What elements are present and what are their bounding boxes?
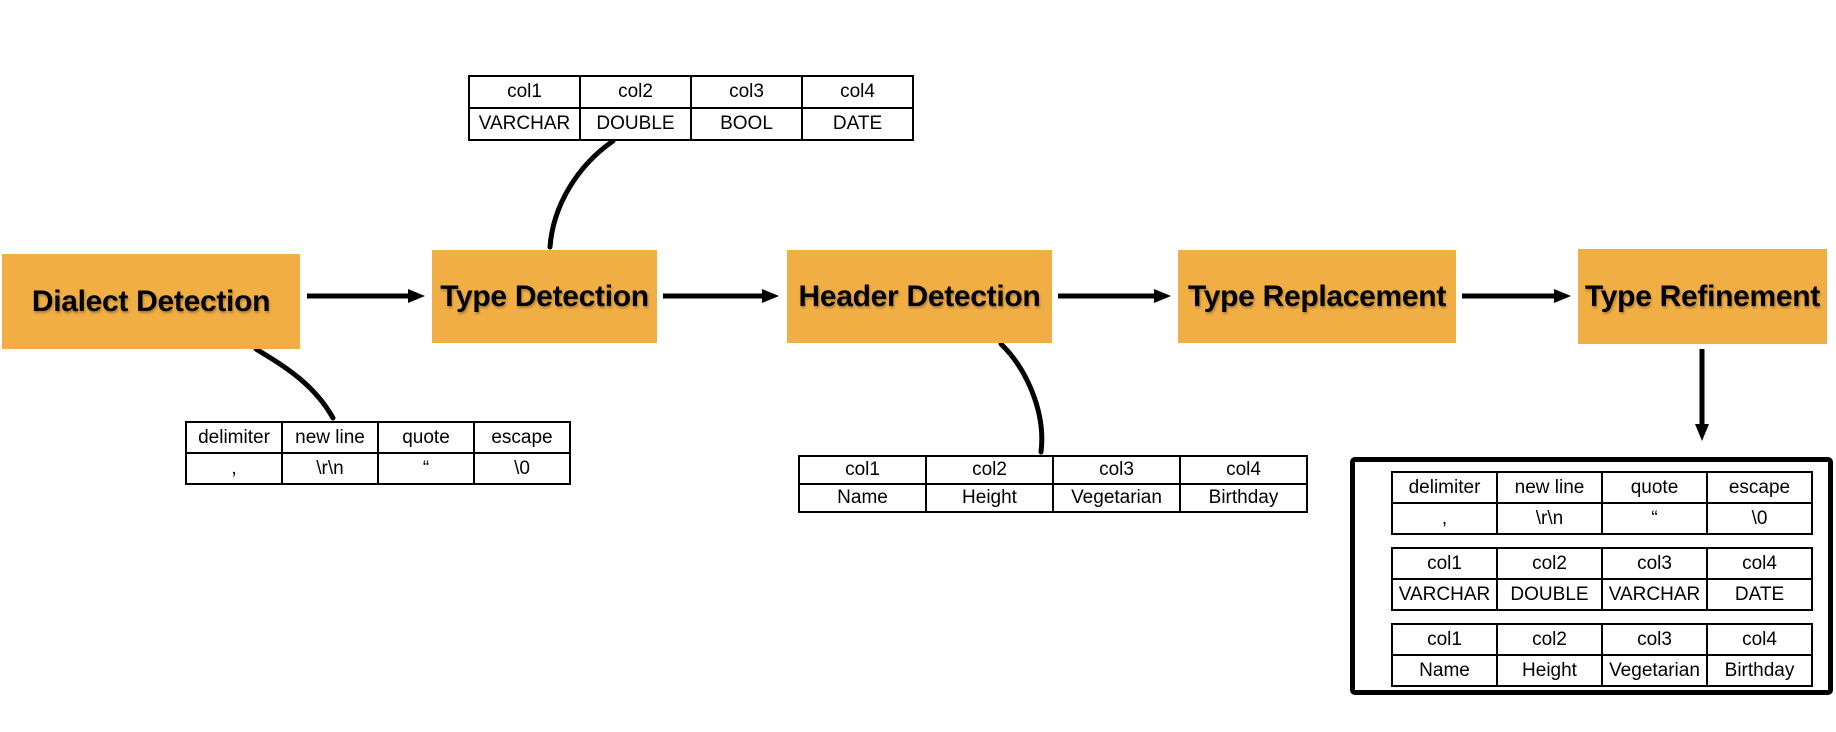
table-cell: Name — [1391, 654, 1498, 687]
table-header-cell: col4 — [1706, 547, 1813, 580]
table-cell: \0 — [1706, 502, 1813, 535]
table-header-cell: col4 — [801, 75, 914, 109]
table-cell: “ — [377, 452, 475, 485]
table-header-cell: delimiter — [185, 421, 283, 454]
header-detection-table: col1 col2 col3 col4 Name Height Vegetari… — [798, 455, 1308, 513]
stage-label: Type Detection — [440, 279, 649, 313]
dialect-table: delimiter new line quote escape , \r\n “… — [185, 421, 571, 485]
stage-dialect-detection: Dialect Detection — [2, 254, 300, 349]
table-header-cell: delimiter — [1391, 471, 1498, 504]
table-header-cell: col2 — [1496, 547, 1603, 580]
table-header-cell: col4 — [1179, 455, 1308, 485]
table-header-cell: quote — [1601, 471, 1708, 504]
table-cell: , — [1391, 502, 1498, 535]
connector-dialect-to-table — [253, 346, 336, 421]
result-dialect-table: delimiter new line quote escape , \r\n “… — [1391, 471, 1813, 535]
table-header-row: delimiter new line quote escape — [185, 421, 571, 454]
table-cell: VARCHAR — [1601, 578, 1708, 611]
table-header-cell: new line — [281, 421, 379, 454]
stage-label: Header Detection — [798, 279, 1041, 313]
table-cell: DOUBLE — [579, 107, 692, 141]
table-header-cell: col3 — [690, 75, 803, 109]
stage-label: Type Refinement — [1585, 279, 1820, 313]
table-header-cell: col1 — [1391, 623, 1498, 656]
table-cell: Vegetarian — [1601, 654, 1708, 687]
stage-type-replacement: Type Replacement — [1178, 250, 1456, 343]
table-header-cell: col3 — [1052, 455, 1181, 485]
table-header-row: col1 col2 col3 col4 — [1391, 547, 1813, 580]
type-detection-table: col1 col2 col3 col4 VARCHAR DOUBLE BOOL … — [468, 75, 914, 141]
table-header-cell: escape — [473, 421, 571, 454]
table-header-cell: col1 — [798, 455, 927, 485]
table-cell: VARCHAR — [468, 107, 581, 141]
table-header-row: col1 col2 col3 col4 — [1391, 623, 1813, 656]
stage-type-refinement: Type Refinement — [1578, 249, 1827, 344]
table-header-row: col1 col2 col3 col4 — [798, 455, 1308, 485]
stage-header-detection: Header Detection — [787, 250, 1052, 343]
result-types-table: col1 col2 col3 col4 VARCHAR DOUBLE VARCH… — [1391, 547, 1813, 611]
result-summary-box: delimiter new line quote escape , \r\n “… — [1350, 457, 1833, 695]
table-cell: Vegetarian — [1052, 483, 1181, 513]
table-cell: \0 — [473, 452, 571, 485]
table-cell: Birthday — [1179, 483, 1308, 513]
table-header-cell: col2 — [925, 455, 1054, 485]
table-cell: VARCHAR — [1391, 578, 1498, 611]
table-cell: DATE — [1706, 578, 1813, 611]
table-value-row: , \r\n “ \0 — [1391, 502, 1813, 535]
table-value-row: Name Height Vegetarian Birthday — [798, 483, 1308, 513]
table-cell: DOUBLE — [1496, 578, 1603, 611]
table-value-row: VARCHAR DOUBLE BOOL DATE — [468, 107, 914, 141]
table-header-cell: col1 — [468, 75, 581, 109]
table-header-cell: col4 — [1706, 623, 1813, 656]
table-cell: Birthday — [1706, 654, 1813, 687]
stage-type-detection: Type Detection — [432, 250, 657, 343]
result-headers-table: col1 col2 col3 col4 Name Height Vegetari… — [1391, 623, 1813, 687]
table-header-cell: col1 — [1391, 547, 1498, 580]
table-value-row: Name Height Vegetarian Birthday — [1391, 654, 1813, 687]
table-cell: BOOL — [690, 107, 803, 141]
connector-headerdetection-to-table — [998, 341, 1045, 455]
table-value-row: VARCHAR DOUBLE VARCHAR DATE — [1391, 578, 1813, 611]
table-cell: , — [185, 452, 283, 485]
table-cell: Height — [925, 483, 1054, 513]
table-value-row: , \r\n “ \0 — [185, 452, 571, 485]
table-header-cell: col2 — [579, 75, 692, 109]
table-cell: \r\n — [281, 452, 379, 485]
table-header-row: col1 col2 col3 col4 — [468, 75, 914, 109]
table-header-cell: col3 — [1601, 623, 1708, 656]
table-header-cell: escape — [1706, 471, 1813, 504]
table-cell: “ — [1601, 502, 1708, 535]
table-cell: DATE — [801, 107, 914, 141]
table-header-cell: quote — [377, 421, 475, 454]
table-header-cell: new line — [1496, 471, 1603, 504]
table-header-cell: col3 — [1601, 547, 1708, 580]
table-cell: \r\n — [1496, 502, 1603, 535]
connector-typetable-to-typedetection — [547, 138, 616, 250]
stage-label: Dialect Detection — [31, 284, 271, 318]
table-header-cell: col2 — [1496, 623, 1603, 656]
stage-label: Type Replacement — [1187, 279, 1447, 313]
table-header-row: delimiter new line quote escape — [1391, 471, 1813, 504]
table-cell: Name — [798, 483, 927, 513]
table-cell: Height — [1496, 654, 1603, 687]
